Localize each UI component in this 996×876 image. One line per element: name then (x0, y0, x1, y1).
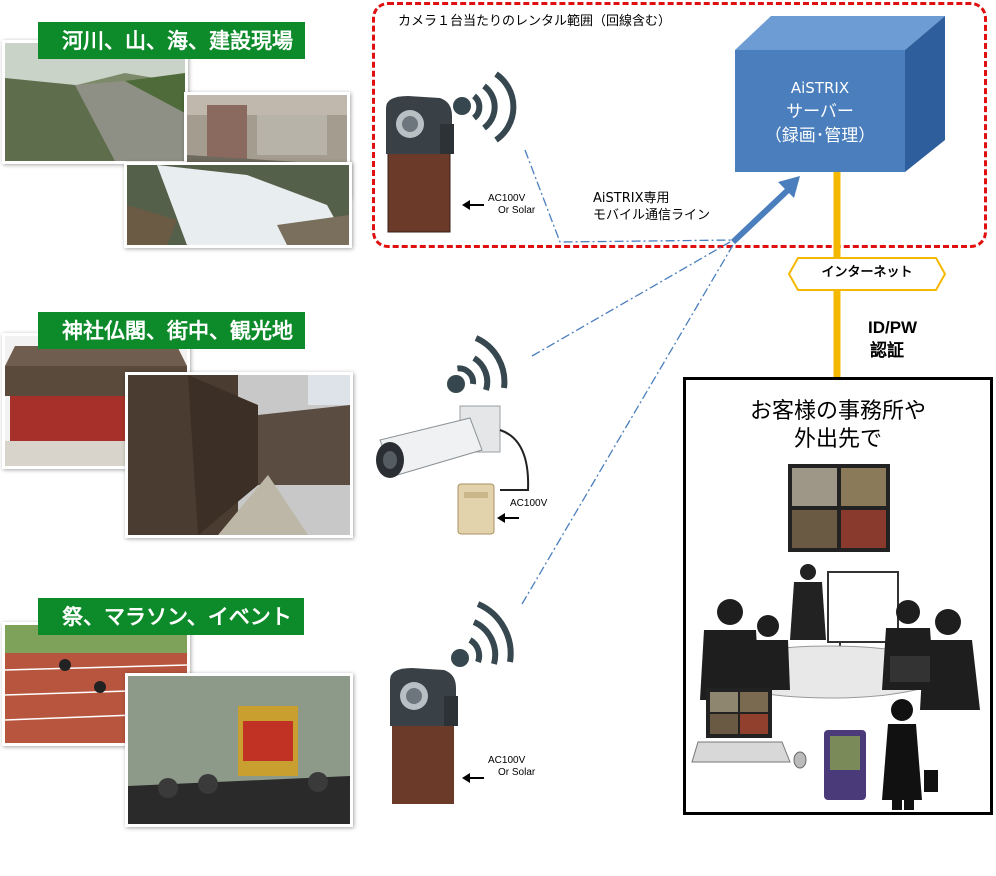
internet-label: インターネット (821, 265, 913, 280)
mobile-line-label-1: AiSTRIX専用 (593, 191, 670, 206)
server-cube (735, 16, 945, 172)
meeting-illustration (691, 564, 980, 810)
internet-badge-shape (788, 257, 946, 291)
rental-range-box (372, 2, 987, 248)
outdoor-camera-1 (386, 96, 454, 233)
server-label-3: （録画･管理） (764, 126, 876, 146)
cam3-power-line1: AC100V (488, 755, 526, 766)
scene-label-event: 祭、マラソン、イベント (38, 598, 304, 635)
server-label-1: AiSTRIX (790, 79, 850, 97)
arrow-left-icon-2 (497, 513, 519, 523)
waterfall-photo (124, 162, 352, 248)
office-title-line-2: 外出先で (793, 427, 882, 452)
scene-label-nature: 河川、山、海、建設現場 (38, 22, 305, 59)
wifi-icon-2 (447, 335, 508, 393)
auth-label: ID/PW 認証 (868, 316, 917, 362)
office-title: お客様の事務所や 外出先で (683, 398, 993, 454)
bullet-camera (376, 405, 530, 491)
cam1-power-line1: AC100V (488, 193, 526, 204)
scene-label-town: 神社仏閣、街中、観光地 (38, 312, 305, 349)
cam1-power-line2: Or Solar (498, 205, 536, 216)
server-box: AiSTRIX サーバー （録画･管理） (735, 50, 905, 172)
outdoor-camera-3 (390, 668, 458, 804)
auth-line-2: 認証 (870, 341, 904, 360)
rental-range-note: カメラ１台当たりのレンタル範囲（回線含む） (398, 14, 672, 29)
wall-monitor (788, 464, 890, 552)
wifi-icon-1 (453, 71, 517, 143)
power-box (457, 483, 495, 535)
office-title-line-1: お客様の事務所や (749, 399, 926, 424)
cam3-power-line2: Or Solar (498, 767, 536, 778)
cam2-power-line1: AC100V (510, 498, 548, 509)
wifi-icon-3 (451, 601, 514, 667)
old-town-photo (125, 372, 353, 538)
mobile-line-label-2: モバイル通信ライン (593, 208, 711, 223)
server-label-2: サーバー (786, 102, 854, 122)
arrow-left-icon-1 (462, 200, 484, 210)
auth-line-1: ID/PW (868, 318, 918, 337)
arrow-left-icon-3 (462, 773, 484, 783)
festival-photo (125, 673, 353, 827)
